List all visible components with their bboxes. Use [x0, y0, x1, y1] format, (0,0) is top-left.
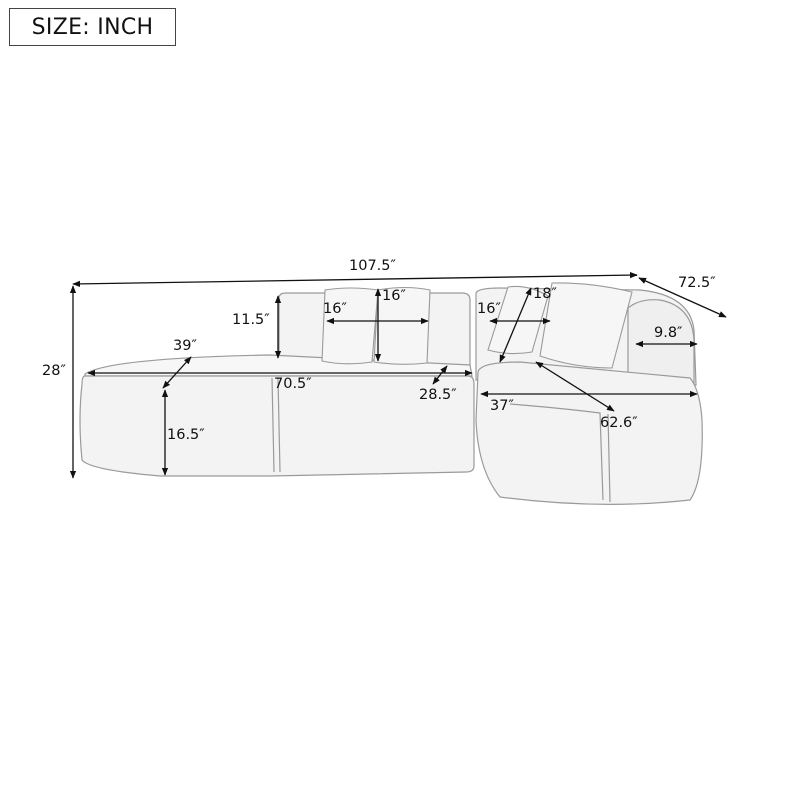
label-backrest-height: 11.5″ — [232, 312, 270, 328]
dim-pillow-right-height — [499, 287, 532, 363]
armrest — [627, 299, 695, 386]
unit-label: SIZE: INCH — [31, 14, 154, 40]
label-pillow-right-height: 18″ — [533, 286, 557, 302]
pillow-2 — [373, 286, 431, 365]
label-round-seat-diagonal: 62.6″ — [600, 415, 638, 431]
dim-round-seat-diagonal — [535, 361, 615, 412]
pillow-1 — [321, 287, 379, 365]
dim-overall-length — [72, 271, 638, 288]
label-overall-depth: 72.5″ — [678, 275, 716, 291]
label-overall-length: 107.5″ — [349, 258, 396, 274]
label-chaise-depth: 39″ — [173, 338, 197, 354]
label-overall-height: 28″ — [42, 363, 66, 379]
round-seat — [475, 361, 703, 505]
dim-seat-depth — [432, 365, 448, 385]
left-base — [79, 375, 475, 477]
label-seat-height: 16.5″ — [167, 427, 205, 443]
label-pillow-right-width: 16″ — [477, 301, 501, 317]
label-armrest-width: 9.8″ — [654, 325, 683, 341]
unit-label-box: SIZE: INCH — [9, 8, 176, 46]
dim-overall-depth — [638, 277, 727, 318]
label-seat-depth: 28.5″ — [419, 387, 457, 403]
label-round-seat-width: 37″ — [490, 398, 514, 414]
label-pillow-left-height: 16″ — [382, 288, 406, 304]
label-pillow-left-width: 16″ — [323, 301, 347, 317]
label-sofa-length: 70.5″ — [274, 376, 312, 392]
